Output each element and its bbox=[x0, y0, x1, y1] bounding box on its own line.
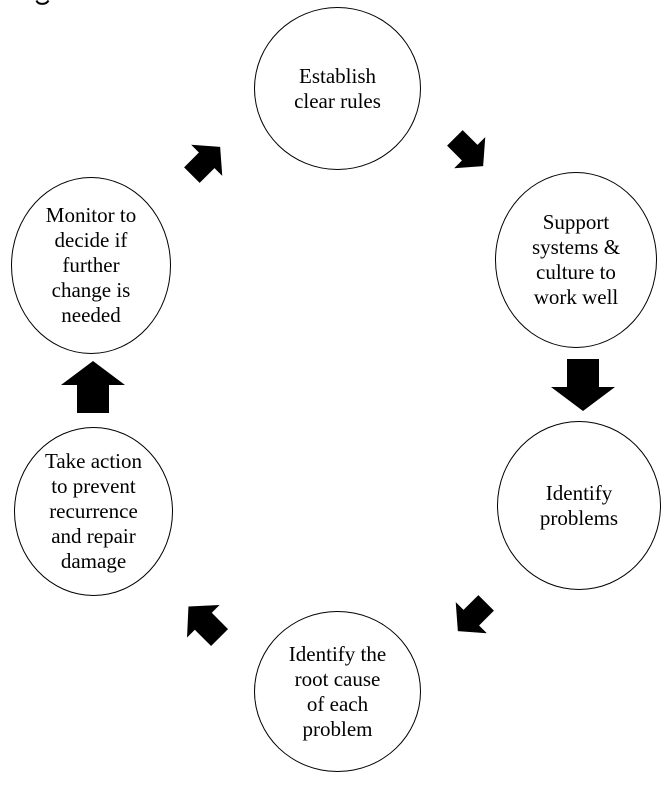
arrow-take-action-to-monitor bbox=[61, 361, 125, 413]
arrow-support-to-identify-problems bbox=[551, 359, 615, 411]
arrow-establish-to-support bbox=[447, 130, 486, 169]
arrow-identify-problems-to-root-cause bbox=[455, 595, 494, 634]
arrow-monitor-to-establish bbox=[184, 144, 223, 183]
arrow-root-cause-to-take-action bbox=[187, 605, 229, 647]
clipped-caption-fragment bbox=[35, 0, 50, 5]
